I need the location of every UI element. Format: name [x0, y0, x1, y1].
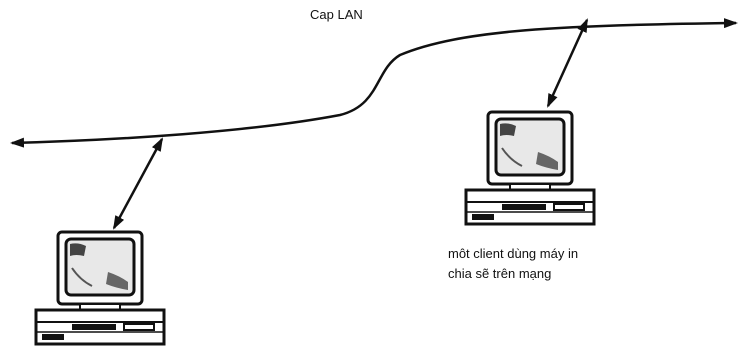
lan-cable: [12, 23, 736, 143]
connection-arrow-right: [548, 20, 587, 106]
client-label-line2: chia sẽ trên mạng: [448, 266, 551, 281]
desktop-computer-icon: [466, 112, 594, 224]
client-label-line1: môt client dùng máy in: [448, 246, 578, 261]
connection-arrow-left: [114, 139, 162, 228]
desktop-computer-icon: [36, 232, 164, 344]
cable-label: Cap LAN: [310, 7, 363, 22]
